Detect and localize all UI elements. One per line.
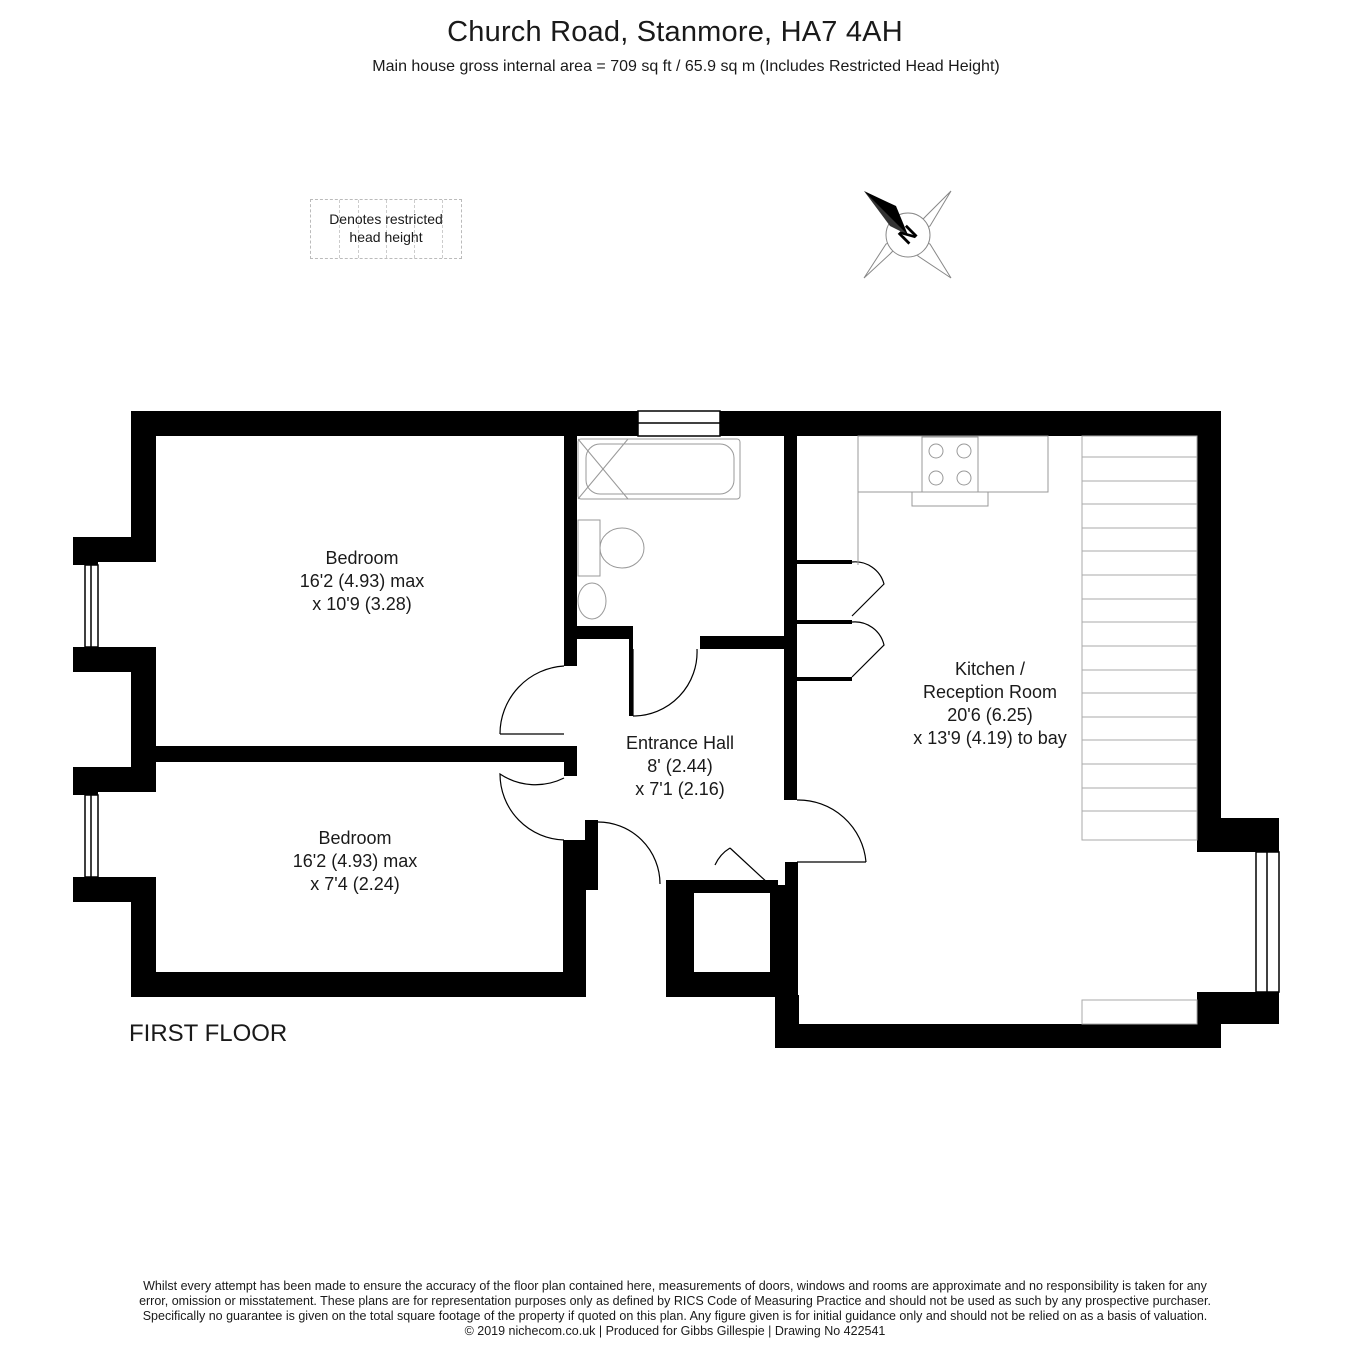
room-dimension: x 7'4 (2.24)	[310, 874, 400, 894]
disclaimer-line: © 2019 nichecom.co.uk | Produced for Gib…	[464, 1324, 886, 1338]
room-dimension: x 13'9 (4.19) to bay	[913, 728, 1067, 748]
room-dimension: x 7'1 (2.16)	[635, 779, 725, 799]
room-dimension: x 10'9 (3.28)	[312, 594, 412, 614]
disclaimer: Whilst every attempt has been made to en…	[60, 1279, 1290, 1339]
room-name: Kitchen /	[954, 659, 1026, 679]
room-dimension: 16'2 (4.93) max	[299, 571, 425, 591]
room-label-bedroom-1: Bedroom 16'2 (4.93) max x 10'9 (3.28)	[262, 547, 462, 616]
disclaimer-line: Whilst every attempt has been made to en…	[143, 1279, 1207, 1293]
legend-line-1: Denotes restricted	[329, 211, 443, 227]
restricted-head-height-area	[1081, 435, 1198, 1025]
compass-icon: N	[863, 190, 952, 279]
floor-label: FIRST FLOOR	[129, 1020, 288, 1047]
fixtures	[577, 435, 1049, 620]
room-dimension: 16'2 (4.93) max	[292, 851, 418, 871]
plan-title: Church Road, Stanmore, HA7 4AH	[447, 16, 903, 48]
windows	[84, 410, 1280, 993]
room-label-bedroom-2: Bedroom 16'2 (4.93) max x 7'4 (2.24)	[255, 827, 455, 896]
room-name: Bedroom	[318, 828, 392, 848]
restricted-height-legend: Denotes restricted head height	[310, 199, 462, 259]
disclaimer-line: error, omission or misstatement. These p…	[139, 1294, 1211, 1308]
room-dimension: 8' (2.44)	[647, 756, 713, 776]
room-name: Reception Room	[922, 682, 1058, 702]
room-name: Entrance Hall	[625, 733, 735, 753]
legend-line-2: head height	[349, 229, 423, 245]
room-label-entrance-hall: Entrance Hall 8' (2.44) x 7'1 (2.16)	[600, 732, 760, 801]
door-swings	[499, 561, 885, 886]
area-subtitle: Main house gross internal area = 709 sq …	[372, 58, 1000, 75]
room-label-kitchen-reception: Kitchen / Reception Room 20'6 (6.25) x 1…	[880, 658, 1100, 750]
room-name: Bedroom	[325, 548, 399, 568]
disclaimer-line: Specifically no guarantee is given on th…	[142, 1309, 1208, 1323]
room-dimension: 20'6 (6.25)	[947, 705, 1033, 725]
walls	[73, 411, 1279, 1048]
